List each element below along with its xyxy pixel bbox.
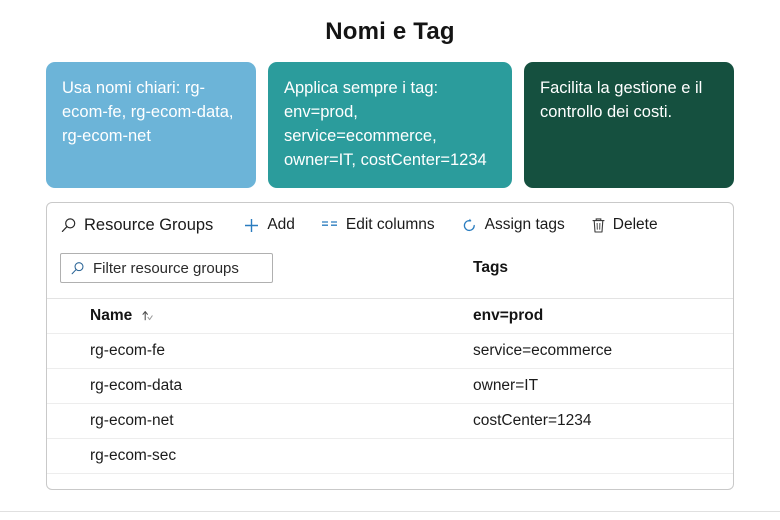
page-title: Nomi e Tag xyxy=(325,18,455,45)
table-row[interactable]: rg-ecom-net costCenter=1234 xyxy=(47,403,733,438)
panel-toolbar: Resource Groups Add Edit columns xyxy=(47,203,733,247)
plus-icon xyxy=(243,217,260,234)
row-name: rg-ecom-fe xyxy=(90,342,165,359)
tags-column-heading: Tags xyxy=(473,259,509,276)
card-tagging: Applica sempre i tag: env=prod, service=… xyxy=(268,62,512,188)
add-button-label: Add xyxy=(267,216,295,233)
sort-ascending-icon xyxy=(140,309,154,323)
cards-row: Usa nomi chiari: rg-ecom-fe, rg-ecom-dat… xyxy=(46,62,734,188)
row-tag: costCenter=1234 xyxy=(473,412,592,429)
panel-title: Resource Groups xyxy=(84,215,214,234)
resource-groups-table: Name env=prod rg-ecom-fe service=ecommer… xyxy=(47,298,733,489)
delete-label: Delete xyxy=(612,216,658,233)
table-row[interactable]: rg-ecom-fe service=ecommerce xyxy=(47,333,733,368)
table-row[interactable]: rg-ecom-data owner=IT xyxy=(47,368,733,403)
assign-tags-button[interactable]: Assign tags xyxy=(461,216,565,234)
panel-title-group: Resource Groups xyxy=(60,216,213,235)
column-header-name-label: Name xyxy=(90,307,133,324)
columns-icon xyxy=(321,218,339,232)
row-tag: owner=IT xyxy=(473,377,539,394)
search-icon xyxy=(70,261,85,276)
resource-groups-panel: Resource Groups Add Edit columns xyxy=(46,202,734,490)
card-benefit: Facilita la gestione e il controllo dei … xyxy=(524,62,734,188)
column-header-name[interactable]: Name xyxy=(47,307,473,325)
edit-columns-button[interactable]: Edit columns xyxy=(321,216,435,234)
refresh-icon xyxy=(461,217,478,234)
trash-icon xyxy=(591,217,606,234)
table-row[interactable]: rg-ecom-sec xyxy=(47,438,733,473)
card-naming-text: Usa nomi chiari: rg-ecom-fe, rg-ecom-dat… xyxy=(62,79,234,146)
filter-resource-groups-input[interactable]: Filter resource groups xyxy=(60,253,273,283)
edit-columns-label: Edit columns xyxy=(345,216,435,233)
row-name: rg-ecom-data xyxy=(90,377,183,394)
delete-button[interactable]: Delete xyxy=(591,216,658,234)
filter-placeholder: Filter resource groups xyxy=(93,259,239,277)
bottom-divider xyxy=(0,511,780,512)
table-header-row: Name env=prod xyxy=(47,298,733,333)
add-button[interactable]: Add xyxy=(243,216,295,234)
search-icon xyxy=(60,217,77,234)
row-tag: service=ecommerce xyxy=(473,342,613,359)
assign-tags-label: Assign tags xyxy=(484,216,565,233)
filter-row: Filter resource groups Tags xyxy=(47,247,733,291)
row-name: rg-ecom-net xyxy=(90,412,174,429)
row-name: rg-ecom-sec xyxy=(90,447,177,464)
card-naming: Usa nomi chiari: rg-ecom-fe, rg-ecom-dat… xyxy=(46,62,256,188)
card-tagging-text: Applica sempre i tag: env=prod, service=… xyxy=(284,79,487,170)
table-empty-row xyxy=(47,473,733,489)
header-row-tag-value: env=prod xyxy=(473,307,544,324)
card-benefit-text: Facilita la gestione e il controllo dei … xyxy=(540,79,703,122)
